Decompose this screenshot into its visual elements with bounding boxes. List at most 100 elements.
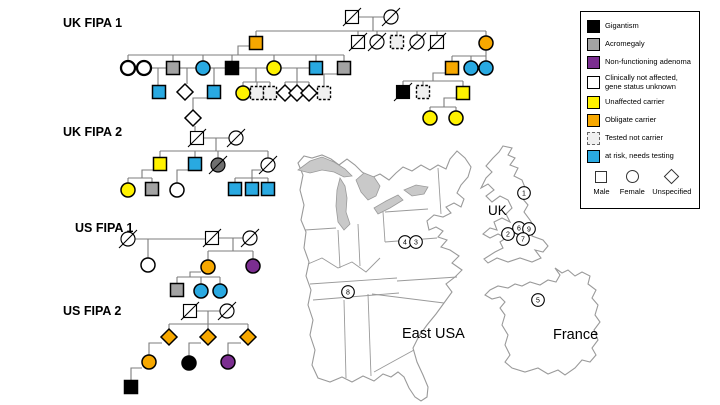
lake-erie bbox=[373, 194, 404, 215]
pedigree-title-us-fipa-1: US FIPA 1 bbox=[75, 221, 133, 235]
pedigree-member-female bbox=[193, 283, 209, 299]
pedigree-member-female bbox=[478, 60, 494, 76]
at-risk-swatch bbox=[587, 150, 600, 163]
legend-label: Gigantism bbox=[605, 21, 639, 31]
location-marker-2: 2 bbox=[501, 227, 515, 241]
marker-circle bbox=[531, 293, 545, 307]
legend-label: Obligate carrier bbox=[605, 115, 657, 125]
pedigree-member-male bbox=[224, 60, 240, 76]
pedigree-member-male bbox=[187, 156, 203, 172]
deceased-slash bbox=[427, 32, 447, 52]
location-marker-1: 1 bbox=[517, 186, 531, 200]
pedigree-member-female bbox=[463, 60, 479, 76]
marker-circle bbox=[517, 186, 531, 200]
pedigree-title-uk-fipa-2: UK FIPA 2 bbox=[63, 125, 122, 139]
marker-number: 1 bbox=[522, 191, 526, 198]
deceased-slash bbox=[180, 301, 200, 321]
deceased-slash bbox=[240, 228, 260, 248]
pedigree-member-unspecified bbox=[198, 327, 218, 347]
marker-number: 8 bbox=[346, 290, 350, 297]
marker-number: 9 bbox=[527, 227, 531, 234]
pedigree-member-female bbox=[141, 354, 157, 370]
pedigree-connector-line bbox=[192, 97, 207, 110]
deceased-slash bbox=[118, 229, 138, 249]
marker-number: 7 bbox=[521, 237, 525, 244]
pedigree-member-female bbox=[422, 110, 438, 126]
pedigree-member-female bbox=[212, 283, 228, 299]
pedigree-connector-line bbox=[237, 45, 249, 55]
pedigree-member-female bbox=[448, 110, 464, 126]
sex-shapes-row bbox=[587, 168, 695, 185]
pedigree-us-fipa-1: US FIPA 1 bbox=[75, 221, 261, 299]
legend-label: Clinically not affected, gene status unk… bbox=[605, 73, 678, 91]
pedigree-connector-line bbox=[141, 169, 153, 178]
unspecified-label: Unspecified bbox=[652, 187, 692, 196]
map-label-france: France bbox=[553, 327, 598, 343]
legend-label: Non-functioning adenoma bbox=[605, 57, 691, 67]
pedigree-connector-line bbox=[148, 342, 162, 355]
pedigree-connector-line bbox=[188, 342, 201, 356]
pedigree-member-female bbox=[140, 257, 156, 273]
marker-number: 2 bbox=[506, 232, 510, 239]
pedigree-member-female bbox=[220, 354, 236, 370]
pedigree-member-unspecified bbox=[183, 108, 203, 128]
acromegaly-swatch bbox=[587, 38, 600, 51]
pedigree-member-unspecified bbox=[159, 327, 179, 347]
pedigree-us-fipa-2: US FIPA 2 bbox=[63, 301, 258, 395]
deceased-slash bbox=[367, 32, 387, 52]
deceased-slash bbox=[258, 155, 278, 175]
pedigree-member-male bbox=[336, 60, 352, 76]
deceased-slash bbox=[407, 32, 427, 52]
pedigree-member-female bbox=[120, 182, 136, 198]
pedigree-connector-line bbox=[323, 73, 337, 86]
location-marker-3: 3 bbox=[409, 235, 423, 249]
pedigree-connector-line bbox=[189, 271, 201, 277]
pedigree-member-male bbox=[455, 85, 471, 101]
deceased-slash bbox=[187, 128, 207, 148]
pedigree-member-female bbox=[478, 35, 494, 51]
pedigree-uk-fipa-1: UK FIPA 1 bbox=[63, 7, 494, 131]
pedigree-connector-line bbox=[176, 169, 188, 183]
deceased-slash bbox=[342, 7, 362, 27]
pedigree-member-female bbox=[200, 259, 216, 275]
deceased-slash bbox=[208, 155, 228, 175]
not-affected-swatch bbox=[587, 76, 600, 89]
pedigree-member-female bbox=[169, 182, 185, 198]
pedigree-uk-fipa-2: UK FIPA 2 bbox=[63, 125, 278, 198]
pedigree-title-uk-fipa-1: UK FIPA 1 bbox=[63, 16, 122, 30]
pedigree-connector-line bbox=[130, 367, 142, 380]
pedigree-member-unspecified bbox=[287, 83, 307, 103]
pedigree-connector-line bbox=[227, 342, 241, 355]
female-label: Female bbox=[619, 187, 645, 196]
deceased-slash bbox=[348, 32, 368, 52]
pedigrees-layer: UK FIPA 1 UK FIPA 2 US FIPA 1 US FIPA 2 bbox=[63, 7, 494, 395]
lake-michigan bbox=[335, 176, 351, 231]
pedigree-connector-line bbox=[443, 97, 456, 107]
obligate-carrier-swatch bbox=[587, 114, 600, 127]
marker-number: 5 bbox=[536, 298, 540, 305]
location-marker-4: 4 bbox=[398, 235, 412, 249]
deceased-slash bbox=[393, 82, 413, 102]
legend-item-not-affected: Clinically not affected, gene status unk… bbox=[587, 73, 695, 91]
pedigree-member-unspecified bbox=[238, 327, 258, 347]
map-label-east-usa: East USA bbox=[402, 326, 465, 342]
deceased-slash bbox=[381, 7, 401, 27]
legend-label: Unaffected carrier bbox=[605, 97, 665, 107]
pedigree-member-female bbox=[195, 60, 211, 76]
legend-item-obligate-carrier: Obligate carrier bbox=[587, 114, 695, 127]
marker-circle bbox=[501, 227, 515, 241]
pedigree-member-female bbox=[119, 59, 137, 77]
marker-circle bbox=[516, 232, 530, 246]
pedigree-member-unspecified bbox=[175, 82, 195, 102]
pedigree-member-male bbox=[316, 85, 332, 101]
deceased-slash bbox=[202, 228, 222, 248]
lake-huron bbox=[355, 172, 381, 201]
nf-adenoma-swatch bbox=[587, 56, 600, 69]
pedigree-member-male bbox=[165, 60, 181, 76]
legend-item-tested-not-carrier: Tested not carrier bbox=[587, 132, 695, 145]
pedigree-member-male bbox=[249, 85, 265, 101]
pedigree-member-female bbox=[266, 60, 282, 76]
